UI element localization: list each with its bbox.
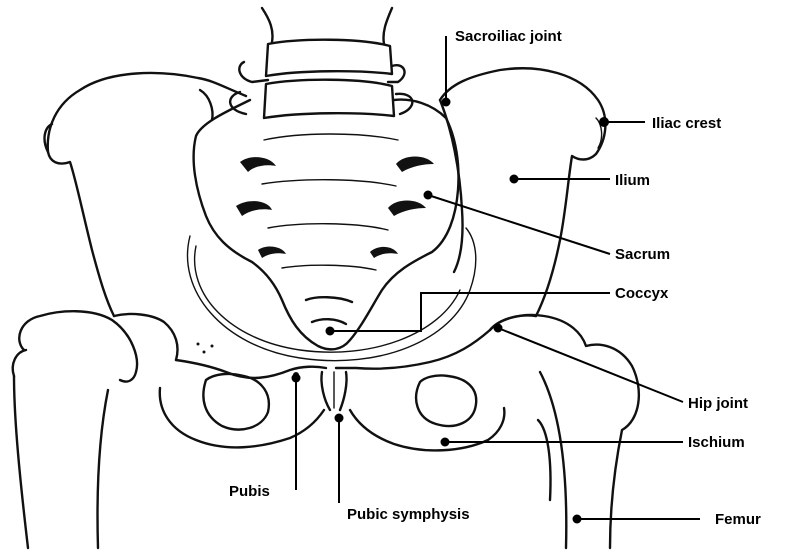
label-pubis: Pubis (229, 484, 270, 499)
label-ischium: Ischium (688, 435, 745, 450)
label-sacroiliac-joint: Sacroiliac joint (455, 29, 562, 44)
left-femur (13, 311, 137, 548)
leader-lines (292, 36, 701, 524)
label-coccyx: Coccyx (615, 286, 668, 301)
sacrum-shape (194, 100, 459, 350)
label-sacrum: Sacrum (615, 247, 670, 262)
right-ilium (440, 68, 605, 330)
label-iliac-crest: Iliac crest (652, 116, 721, 131)
left-ilium (45, 73, 246, 360)
label-hip-joint: Hip joint (688, 396, 748, 411)
lumbar-spine (230, 8, 412, 118)
label-ilium: Ilium (615, 173, 650, 188)
pubic-region (160, 330, 505, 450)
label-femur: Femur (715, 512, 761, 527)
label-pubic-symphysis: Pubic symphysis (347, 507, 470, 522)
right-femur (490, 315, 639, 548)
